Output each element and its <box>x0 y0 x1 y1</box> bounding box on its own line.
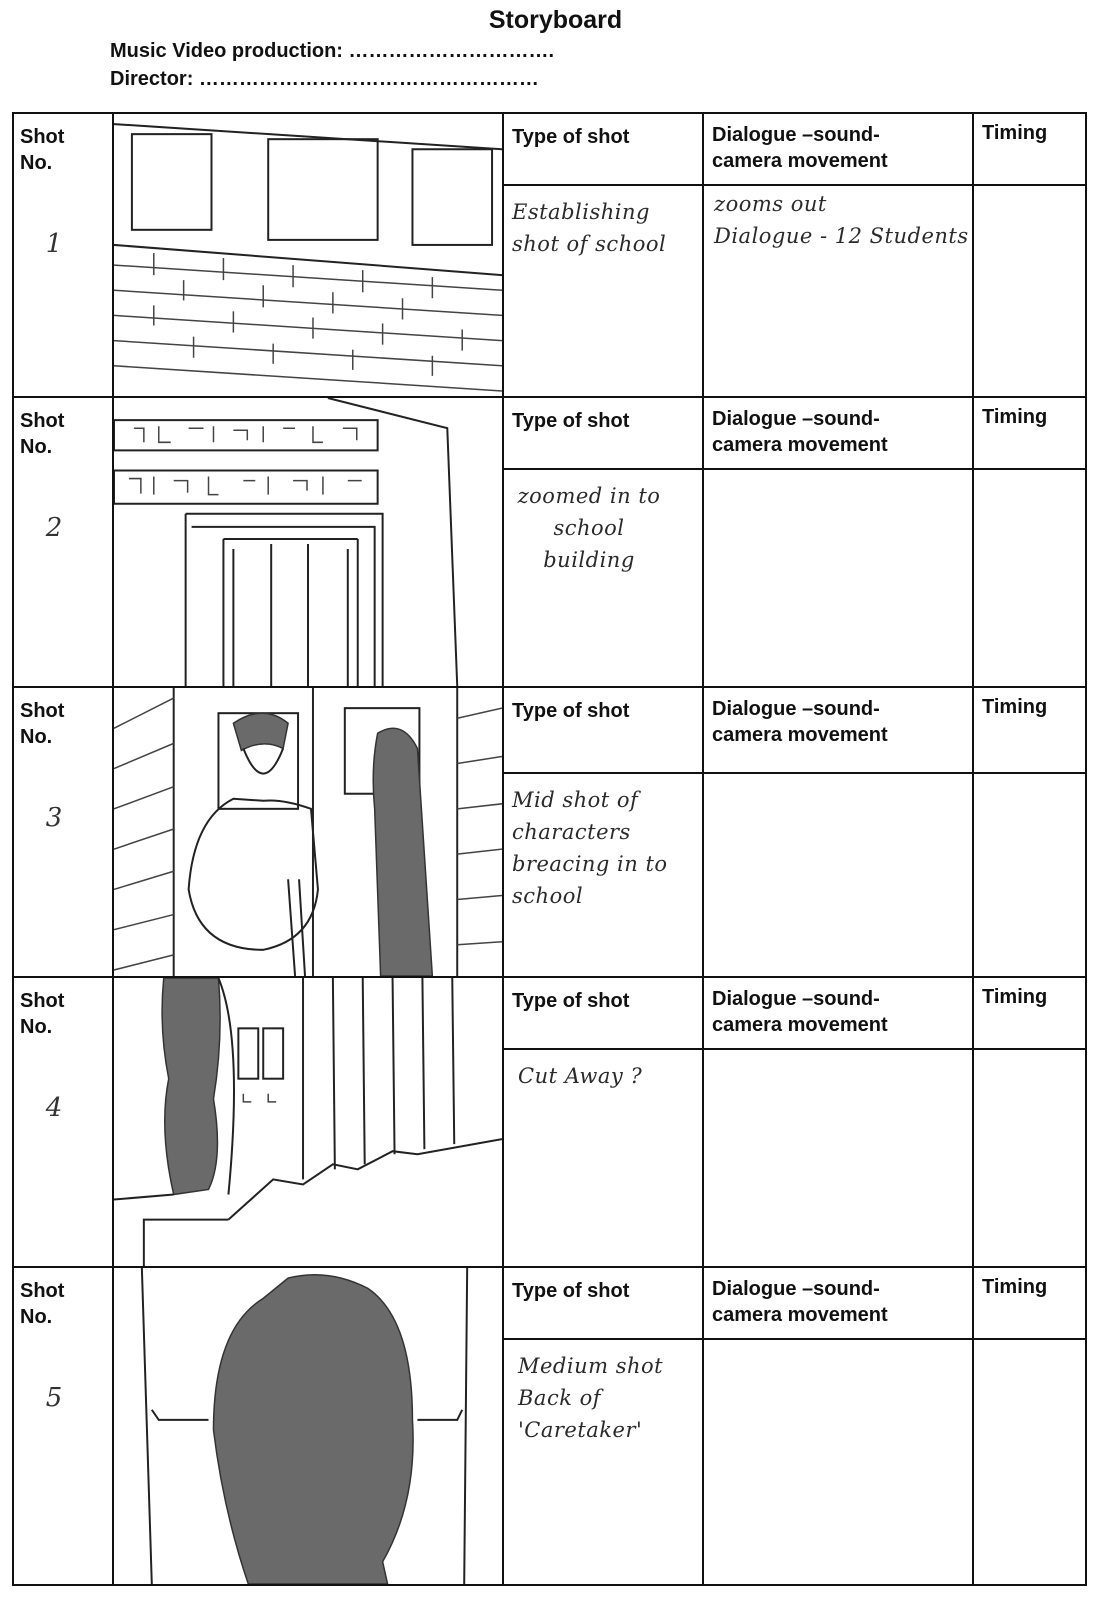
dialogue-cell: Dialogue –sound- camera movement <box>704 688 974 976</box>
dialogue-label: Dialogue –sound- camera movement <box>712 408 888 456</box>
shot-number: 5 <box>45 1383 63 1413</box>
caretaker-back-sketch <box>140 1268 469 1584</box>
sketch-cell <box>114 978 504 1266</box>
storyboard-table: Shot No. 1 Type of shot Establishing sho… <box>12 112 1087 1586</box>
characters-breaking-in-sketch <box>114 688 502 976</box>
type-header: Type of shot <box>504 1268 702 1340</box>
timing-header: Timing <box>974 688 1085 774</box>
type-of-shot-value[interactable]: Mid shot of characters breacing in to sc… <box>512 788 668 908</box>
shot-number-cell: Shot No. 2 <box>14 398 114 686</box>
dialogue-cell: Dialogue –sound- camera movement zooms o… <box>704 114 974 396</box>
dialogue-header: Dialogue –sound- camera movement <box>704 1268 972 1340</box>
dialogue-header: Dialogue –sound- camera movement <box>704 688 972 774</box>
page-header: Storyboard Music Video production: ……………… <box>0 0 1111 110</box>
sketch-cell <box>114 114 504 396</box>
dialogue-header: Dialogue –sound- camera movement <box>704 398 972 470</box>
shot-row-2: Shot No. 2 Type of shot zoomed in to sch… <box>14 398 1085 688</box>
dialogue-label: Dialogue –sound- camera movement <box>712 698 888 746</box>
timing-cell: Timing <box>974 688 1085 976</box>
timing-label: Timing <box>982 406 1048 428</box>
type-of-shot-label: Type of shot <box>512 1280 630 1302</box>
timing-cell: Timing <box>974 1268 1085 1584</box>
page-title: Storyboard <box>488 6 623 34</box>
dialogue-value[interactable]: zooms out Dialogue - 12 Students <box>714 192 969 248</box>
timing-label: Timing <box>982 122 1048 144</box>
timing-header: Timing <box>974 978 1085 1050</box>
shot-number-cell: Shot No. 4 <box>14 978 114 1266</box>
dialogue-label: Dialogue –sound- camera movement <box>712 1278 888 1326</box>
shot-number: 1 <box>45 229 63 259</box>
director-label: Director: <box>110 68 194 90</box>
shot-number-cell: Shot No. 3 <box>14 688 114 976</box>
shot-row-3: Shot No. 3 Type of shot Mid shot of char… <box>14 688 1085 978</box>
shot-no-label: Shot No. <box>20 700 65 748</box>
timing-cell: Timing <box>974 398 1085 686</box>
type-header: Type of shot <box>504 114 702 186</box>
timing-label: Timing <box>982 696 1048 718</box>
shot-number-cell: Shot No. 5 <box>14 1268 114 1584</box>
director-field[interactable]: …………………………………………… <box>198 68 539 90</box>
sketch-cell <box>114 398 504 686</box>
dialogue-header: Dialogue –sound- camera movement <box>704 114 972 186</box>
type-of-shot-cell: Type of shot Establishing shot of school <box>504 114 704 396</box>
dialogue-label: Dialogue –sound- camera movement <box>712 988 888 1036</box>
type-of-shot-cell: Type of shot Medium shot Back of 'Careta… <box>504 1268 704 1584</box>
cut-away-sketch <box>114 978 502 1266</box>
timing-header: Timing <box>974 114 1085 186</box>
timing-header: Timing <box>974 398 1085 470</box>
shot-number: 3 <box>45 803 63 833</box>
dialogue-cell: Dialogue –sound- camera movement <box>704 398 974 686</box>
timing-label: Timing <box>982 1276 1048 1298</box>
shot-no-label: Shot No. <box>20 410 65 458</box>
dialogue-header: Dialogue –sound- camera movement <box>704 978 972 1050</box>
production-field[interactable]: …………………………. <box>348 40 555 62</box>
timing-header: Timing <box>974 1268 1085 1340</box>
shot-no-label: Shot No. <box>20 1280 65 1328</box>
timing-label: Timing <box>982 986 1048 1008</box>
timing-cell: Timing <box>974 978 1085 1266</box>
type-of-shot-label: Type of shot <box>512 700 630 722</box>
type-header: Type of shot <box>504 398 702 470</box>
shot-number-cell: Shot No. 1 <box>14 114 114 396</box>
sketch-cell <box>114 1268 504 1584</box>
type-of-shot-label: Type of shot <box>512 990 630 1012</box>
shot-number: 2 <box>45 513 63 543</box>
shot-number: 4 <box>45 1093 63 1123</box>
type-of-shot-value[interactable]: Cut Away ? <box>518 1064 643 1088</box>
type-of-shot-value[interactable]: zoomed in to school building <box>517 484 661 572</box>
type-of-shot-label: Type of shot <box>512 126 630 148</box>
type-of-shot-value[interactable]: Establishing shot of school <box>512 200 667 256</box>
school-entrance-sketch <box>114 398 459 686</box>
shot-no-label: Shot No. <box>20 990 65 1038</box>
sketch-cell <box>114 688 504 976</box>
type-of-shot-cell: Type of shot zoomed in to school buildin… <box>504 398 704 686</box>
school-facade-sketch <box>114 123 502 392</box>
type-of-shot-cell: Type of shot Cut Away ? <box>504 978 704 1266</box>
dialogue-cell: Dialogue –sound- camera movement <box>704 1268 974 1584</box>
production-label: Music Video production: <box>110 40 343 62</box>
type-of-shot-label: Type of shot <box>512 410 630 432</box>
timing-cell: Timing <box>974 114 1085 396</box>
type-header: Type of shot <box>504 688 702 774</box>
director-line: Director: …………………………………………… <box>110 68 539 91</box>
shot-row-1: Shot No. 1 Type of shot Establishing sho… <box>14 114 1085 398</box>
dialogue-label: Dialogue –sound- camera movement <box>712 124 888 172</box>
type-of-shot-cell: Type of shot Mid shot of characters brea… <box>504 688 704 976</box>
shot-row-4: Shot No. 4 Type of shot Cut Away ? <box>14 978 1085 1268</box>
dialogue-cell: Dialogue –sound- camera movement <box>704 978 974 1266</box>
production-line: Music Video production: …………………………. <box>110 40 554 63</box>
shot-no-label: Shot No. <box>20 126 65 174</box>
type-header: Type of shot <box>504 978 702 1050</box>
shot-row-5: Shot No. 5 Type of shot Medium shot Back… <box>14 1268 1085 1584</box>
type-of-shot-value[interactable]: Medium shot Back of 'Caretaker' <box>518 1354 664 1442</box>
